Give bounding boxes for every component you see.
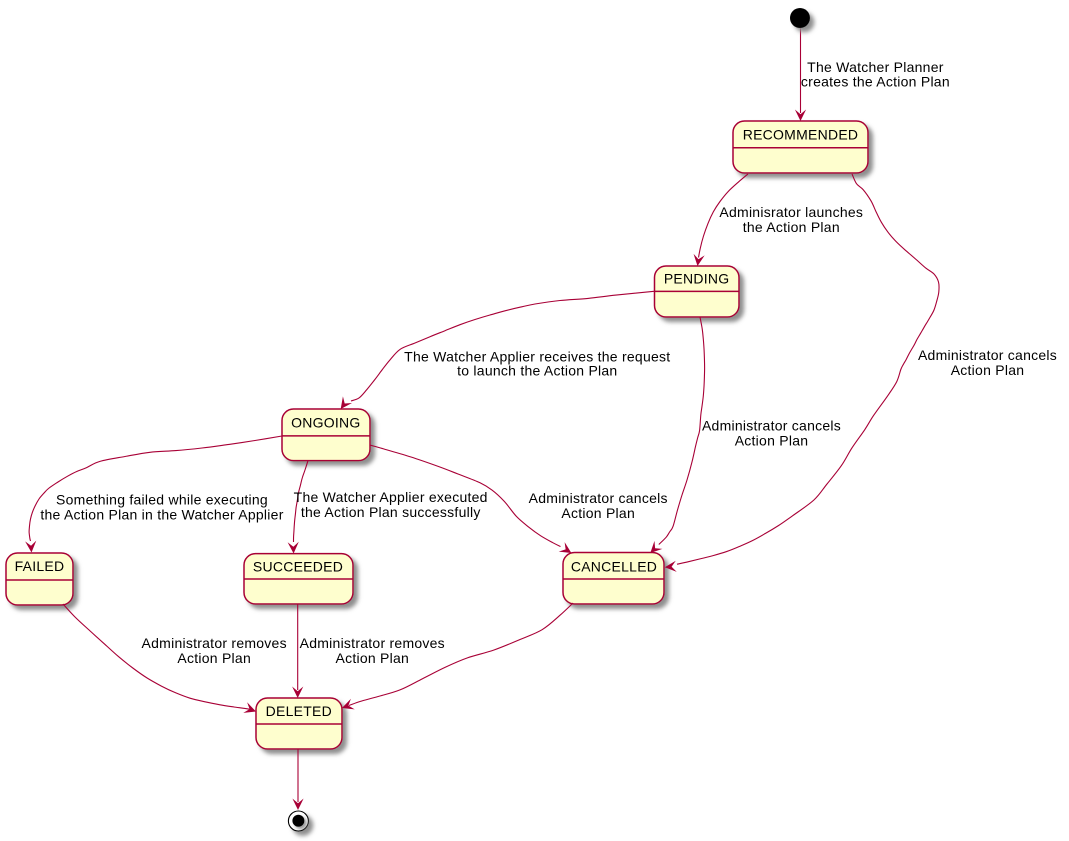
svg-text:DELETED: DELETED xyxy=(266,703,332,719)
svg-text:Action Plan: Action Plan xyxy=(177,650,251,666)
svg-text:Action Plan: Action Plan xyxy=(735,432,809,448)
svg-text:Administrator cancels: Administrator cancels xyxy=(529,490,668,506)
svg-text:Action Plan: Action Plan xyxy=(561,505,635,521)
svg-text:Adminisrator launches: Adminisrator launches xyxy=(719,204,863,220)
svg-text:the Action Plan in the Watcher: the Action Plan in the Watcher Applier xyxy=(40,506,283,522)
svg-text:The Watcher Planner: The Watcher Planner xyxy=(807,59,944,75)
svg-text:creates the Action Plan: creates the Action Plan xyxy=(801,74,950,90)
svg-text:RECOMMENDED: RECOMMENDED xyxy=(743,127,859,143)
svg-text:Administrator removes: Administrator removes xyxy=(142,635,287,651)
svg-text:Action Plan: Action Plan xyxy=(951,362,1025,378)
svg-text:the Action Plan successfully: the Action Plan successfully xyxy=(301,504,481,520)
svg-text:Administrator cancels: Administrator cancels xyxy=(702,417,841,433)
svg-text:Something failed while executi: Something failed while executing xyxy=(56,492,268,508)
svg-text:ONGOING: ONGOING xyxy=(291,415,360,431)
svg-text:CANCELLED: CANCELLED xyxy=(571,559,657,575)
svg-text:FAILED: FAILED xyxy=(15,558,65,574)
svg-text:Administrator removes: Administrator removes xyxy=(300,635,445,651)
svg-text:the Action Plan: the Action Plan xyxy=(743,219,840,235)
svg-text:The Watcher Applier executed: The Watcher Applier executed xyxy=(294,489,488,505)
svg-text:The Watcher Applier receives t: The Watcher Applier receives the request xyxy=(404,348,670,364)
svg-text:to launch the Action Plan: to launch the Action Plan xyxy=(457,362,617,378)
svg-text:Action Plan: Action Plan xyxy=(336,650,410,666)
svg-text:SUCCEEDED: SUCCEEDED xyxy=(253,558,343,574)
svg-text:Administrator cancels: Administrator cancels xyxy=(918,347,1057,363)
svg-text:PENDING: PENDING xyxy=(664,271,730,287)
